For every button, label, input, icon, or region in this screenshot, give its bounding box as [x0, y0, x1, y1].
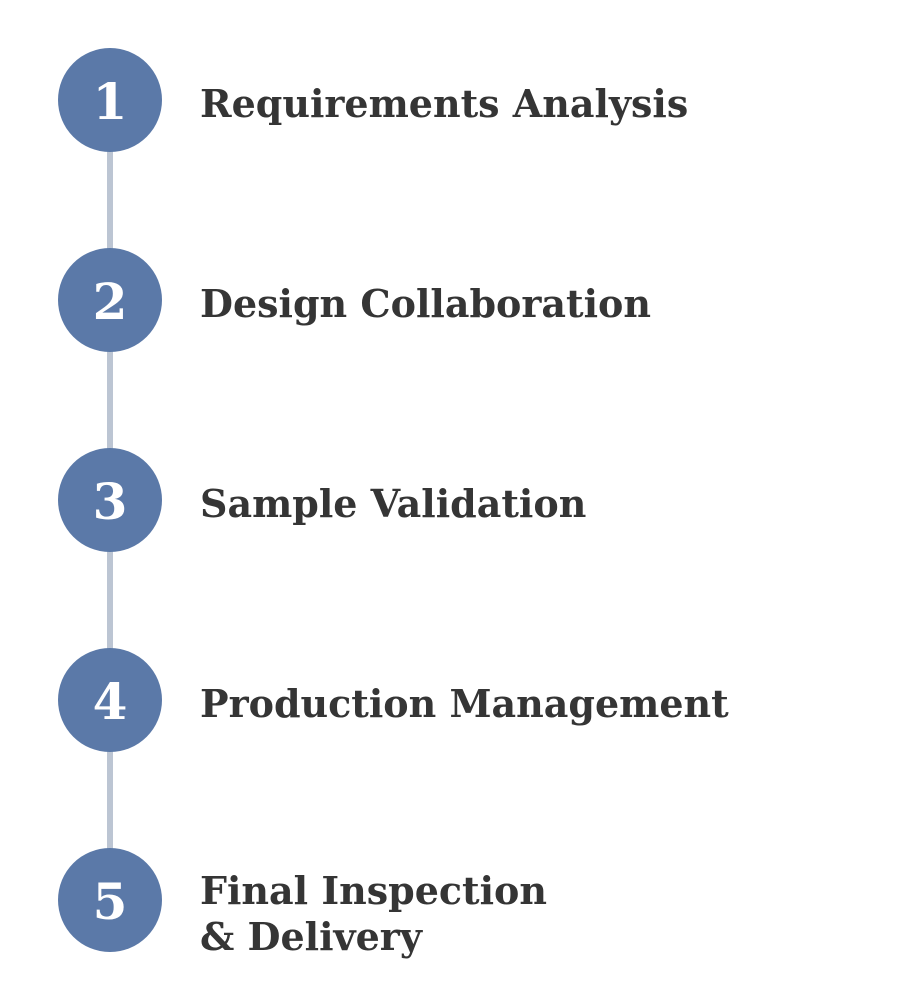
step-connector	[107, 550, 113, 650]
step-4-label: Production Management	[200, 681, 729, 726]
step-connector	[107, 350, 113, 450]
step-5-label: Final Inspection & Delivery	[200, 868, 547, 959]
step-2-number: 2	[92, 272, 128, 331]
step-connector	[107, 150, 113, 250]
step-4-number: 4	[92, 672, 128, 731]
step-connector	[107, 750, 113, 850]
step-1-label: Requirements Analysis	[200, 81, 689, 126]
step-1-circle: 1	[58, 48, 162, 152]
step-4-circle: 4	[58, 648, 162, 752]
step-5-circle: 5	[58, 848, 162, 952]
step-2-circle: 2	[58, 248, 162, 352]
step-2-label: Design Collaboration	[200, 281, 651, 326]
step-5-number: 5	[92, 872, 128, 931]
step-3-circle: 3	[58, 448, 162, 552]
step-3-label: Sample Validation	[200, 481, 587, 526]
step-1-number: 1	[92, 72, 128, 131]
step-3-number: 3	[92, 472, 128, 531]
